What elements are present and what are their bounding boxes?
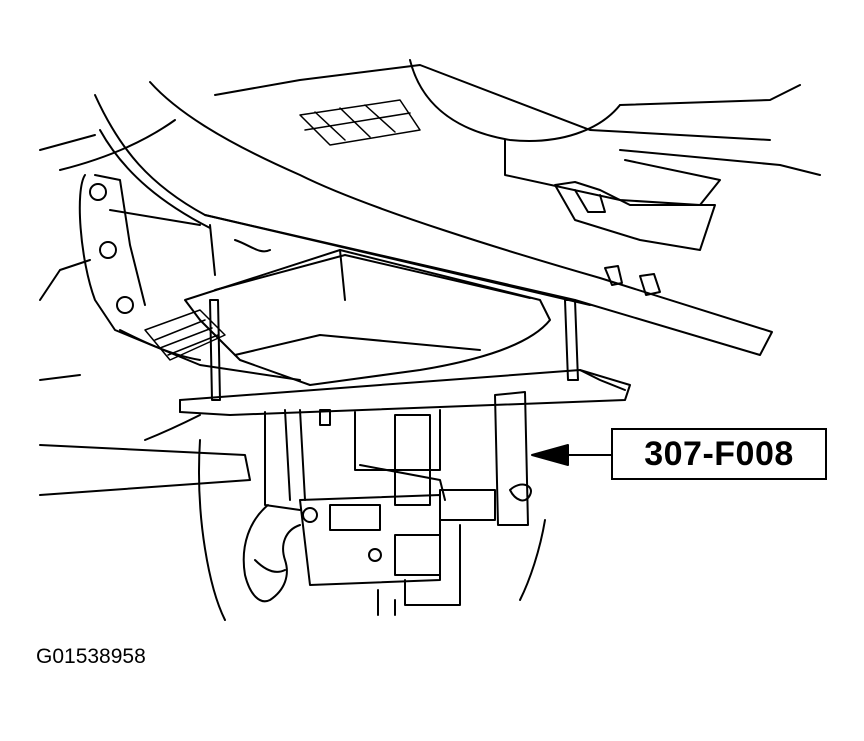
jack-posts	[209, 299, 579, 401]
body-grille	[299, 99, 421, 146]
body-floor	[214, 59, 821, 206]
floor-rail	[39, 414, 251, 496]
figure-id: G01538958	[36, 645, 146, 668]
frame-crossmember	[39, 81, 773, 356]
transmission-case	[39, 174, 301, 381]
jack-base	[198, 439, 546, 621]
mount-bracket	[554, 181, 716, 296]
jack-adapter-plate	[179, 369, 631, 416]
pan-hatch	[144, 309, 226, 361]
oil-pan	[184, 224, 551, 386]
callout-leader-arrow	[531, 444, 612, 466]
callout-label: 307-F008	[644, 434, 794, 473]
callout-box: 307-F008	[611, 428, 827, 480]
jack-lever	[242, 504, 301, 603]
jack-head	[264, 391, 532, 616]
